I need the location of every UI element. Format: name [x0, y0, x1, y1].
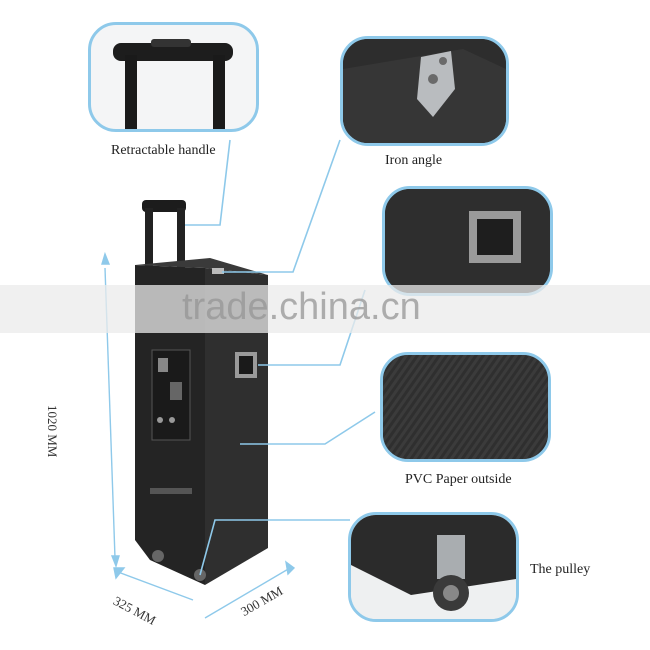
handle-closeup-image: [113, 39, 233, 129]
case-top-face: [135, 258, 268, 275]
wheel-left: [152, 550, 164, 562]
pvc-texture-image: [383, 355, 548, 459]
label-the-pulley: The pulley: [530, 562, 591, 577]
callout-side-handle-closeup: [382, 186, 553, 296]
callout-pvc-closeup: [380, 352, 551, 462]
pulley-closeup-image: [351, 515, 516, 619]
case-side-face: [205, 268, 268, 585]
label-retractable-handle: Retractable handle: [111, 143, 216, 158]
side-handle-closeup-image: [385, 189, 550, 293]
watermark-text: trade.china.cn: [182, 286, 421, 328]
dimension-height-label: 1020 MM: [45, 405, 60, 458]
callout-pulley-closeup: [348, 512, 519, 622]
callout-iron-angle-closeup: [340, 36, 509, 146]
label-iron-angle: Iron angle: [385, 153, 443, 168]
iron-angle-closeup-image: [343, 39, 506, 143]
callout-handle-closeup: [88, 22, 259, 132]
watermark-band: [0, 285, 650, 333]
label-pvc-paper: PVC Paper outside: [405, 472, 512, 487]
